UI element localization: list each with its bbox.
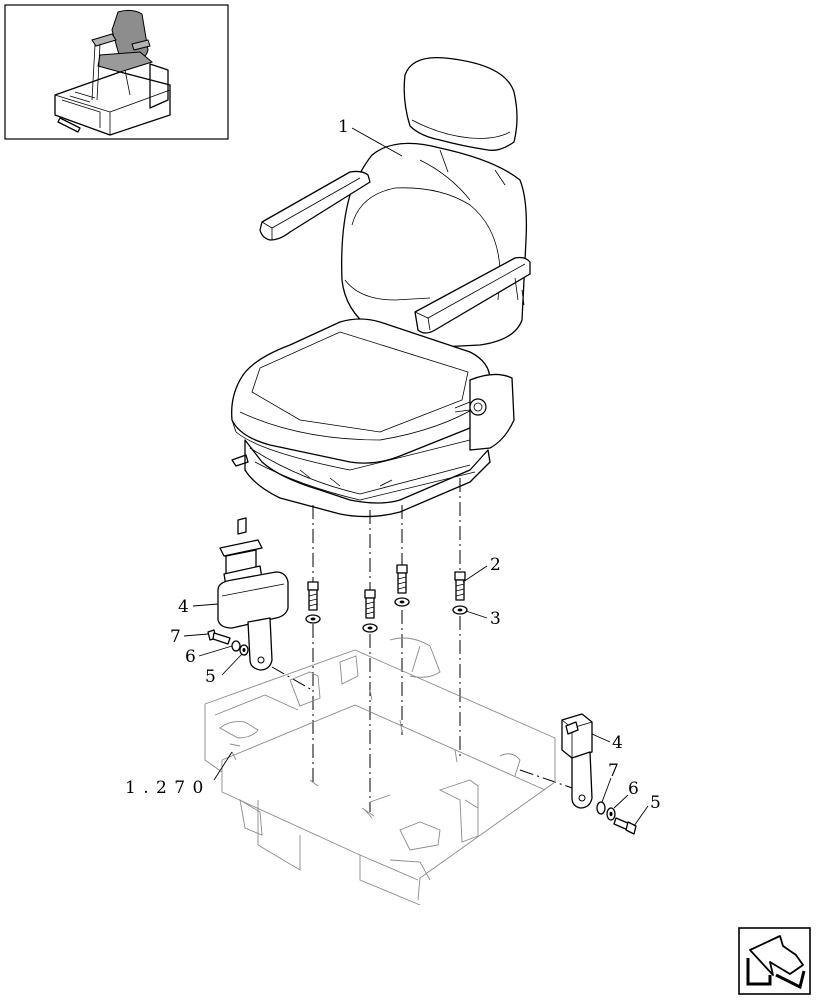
callout-washer-right-b: 6 bbox=[628, 779, 639, 799]
reference-label: 1 . 2 7 0 bbox=[125, 778, 204, 798]
callout-belt-right: 4 bbox=[612, 733, 623, 753]
callout-washer-right-a: 7 bbox=[608, 761, 619, 781]
callout-washer: 3 bbox=[490, 609, 501, 629]
cab-floor-frame bbox=[204, 637, 556, 906]
callout-leaders bbox=[183, 127, 649, 827]
callout-belt-left: 4 bbox=[178, 597, 189, 617]
assembly-centerlines bbox=[271, 478, 579, 812]
operator-seat bbox=[231, 56, 531, 518]
callout-bolt: 2 bbox=[490, 555, 501, 575]
callout-labels: 1 2 3 4 5 6 7 4 7 6 5 1 . 2 7 0 bbox=[125, 117, 661, 813]
callout-bolt-left: 7 bbox=[170, 627, 181, 647]
seat-belt-right bbox=[561, 713, 637, 835]
callout-screw-left: 5 bbox=[205, 667, 216, 687]
machine-overview-thumbnail[interactable] bbox=[4, 4, 229, 140]
mounting-hardware bbox=[305, 564, 468, 633]
seat-belt-left bbox=[207, 517, 289, 671]
callout-screw-right: 5 bbox=[650, 793, 661, 813]
callout-washer-left: 6 bbox=[185, 647, 196, 667]
next-page-arrow-icon[interactable] bbox=[738, 927, 811, 995]
callout-seat: 1 bbox=[338, 117, 349, 137]
